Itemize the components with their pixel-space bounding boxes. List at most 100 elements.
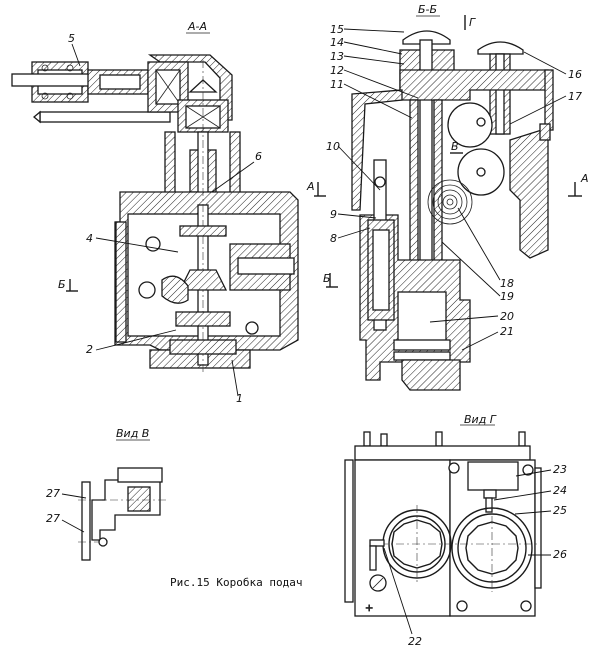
callout-19: 19	[500, 290, 514, 303]
spring-ring-3	[437, 189, 463, 215]
leader-21	[461, 331, 499, 351]
right-screw	[539, 123, 551, 141]
spiral-spring	[427, 179, 473, 225]
section-aa-title: А-А	[187, 20, 207, 33]
top-bolt-1	[363, 431, 371, 447]
spring-coil-1	[41, 64, 49, 72]
callout-26: 26	[553, 548, 567, 561]
callout-18: 18	[500, 277, 514, 290]
leader-2	[95, 329, 177, 351]
bracket-top	[117, 467, 163, 483]
leader-4	[95, 237, 179, 253]
view-v-title: Вид В	[116, 427, 149, 440]
callout-4: 4	[86, 232, 93, 245]
leader-8	[337, 227, 371, 239]
spring-ring-1	[427, 179, 473, 225]
rod-housing-bore	[372, 229, 390, 311]
right-spline	[465, 521, 519, 575]
callout-5: 5	[68, 32, 75, 45]
callout-17: 17	[568, 90, 582, 103]
gear-bottom	[169, 339, 237, 355]
section-mark-a-right: А	[580, 172, 589, 185]
plate	[81, 481, 91, 561]
indicator-pointer	[485, 497, 493, 513]
left-cover	[351, 89, 403, 211]
gear-lower-hub	[476, 167, 486, 177]
callout-9: 9	[330, 208, 337, 221]
top-bolt-3	[435, 431, 443, 447]
piston-disc-1	[393, 339, 451, 351]
left-spline	[391, 519, 443, 569]
knob-16	[477, 41, 524, 55]
left-edge	[344, 459, 354, 603]
section-mark-b-left: Б	[58, 278, 66, 291]
top-bolt-4	[518, 431, 526, 447]
indicator-box	[467, 461, 519, 491]
callout-6: 6	[255, 150, 262, 163]
output-shaft	[237, 257, 295, 275]
section-aa: А-А	[11, 20, 326, 405]
leader-27a	[61, 493, 87, 499]
spring-ring-4	[442, 194, 458, 210]
knob-15	[402, 30, 451, 45]
callout-15: 15	[330, 23, 344, 36]
callout-8: 8	[330, 232, 337, 245]
top-bolt-2	[380, 433, 388, 447]
leader-12	[343, 69, 419, 99]
screw-2	[522, 464, 534, 476]
leader-11	[343, 83, 413, 119]
view-g: Вид Г +	[344, 413, 567, 648]
top-strip	[354, 445, 531, 461]
gear-upper	[179, 225, 227, 237]
leader-1	[231, 359, 239, 397]
leader-22	[383, 547, 413, 635]
top-cover	[399, 69, 549, 101]
callout-27a: 27	[46, 487, 60, 500]
callout-12: 12	[330, 64, 344, 77]
piston-disc-2	[393, 351, 451, 361]
callout-21: 21	[500, 325, 514, 338]
bottom-plug	[401, 359, 461, 391]
boss-middle	[138, 281, 156, 299]
leader-14	[343, 41, 403, 55]
callout-16: 16	[568, 68, 582, 81]
right-wall-top	[544, 69, 554, 131]
callout-23: 23	[553, 463, 567, 476]
figure-caption: Рис.15 Коробка подач	[170, 576, 302, 589]
leader-9	[337, 213, 377, 219]
section-mark-a-left: А	[306, 180, 315, 193]
callout-2: 2	[86, 343, 93, 356]
leader-10	[337, 145, 381, 191]
right-block	[509, 127, 549, 259]
leader-20	[429, 315, 499, 323]
leader-19	[441, 241, 501, 297]
spring-ring-2	[432, 184, 468, 220]
callout-10: 10	[326, 140, 340, 153]
callout-20: 20	[500, 310, 514, 323]
screw-4	[520, 600, 532, 612]
section-bb: Б-Б Г	[323, 3, 589, 391]
callout-13: 13	[330, 50, 344, 63]
leader-5	[71, 43, 81, 67]
input-shaft-assembly	[11, 61, 171, 124]
view-g-title: Вид Г	[464, 413, 497, 426]
leader-17	[509, 95, 567, 125]
boss-lower	[245, 321, 259, 335]
lower-rod-tip	[32, 110, 41, 124]
section-mark-g: Г	[469, 16, 476, 29]
leader-27b	[61, 519, 85, 533]
pin	[98, 537, 108, 547]
bearing-cross-2	[155, 69, 181, 105]
spring-ring-5	[446, 198, 454, 206]
leader-23	[515, 469, 552, 477]
screw-3	[456, 600, 468, 612]
leader-18	[457, 207, 501, 281]
leader-13	[343, 55, 405, 65]
knob-16-stem-bore	[495, 53, 505, 135]
column-wall-right	[229, 131, 241, 195]
callout-27b: 27	[46, 512, 60, 525]
right-edge	[534, 467, 542, 589]
section-mark-v: В	[451, 140, 459, 153]
gearbox-body	[114, 60, 299, 372]
